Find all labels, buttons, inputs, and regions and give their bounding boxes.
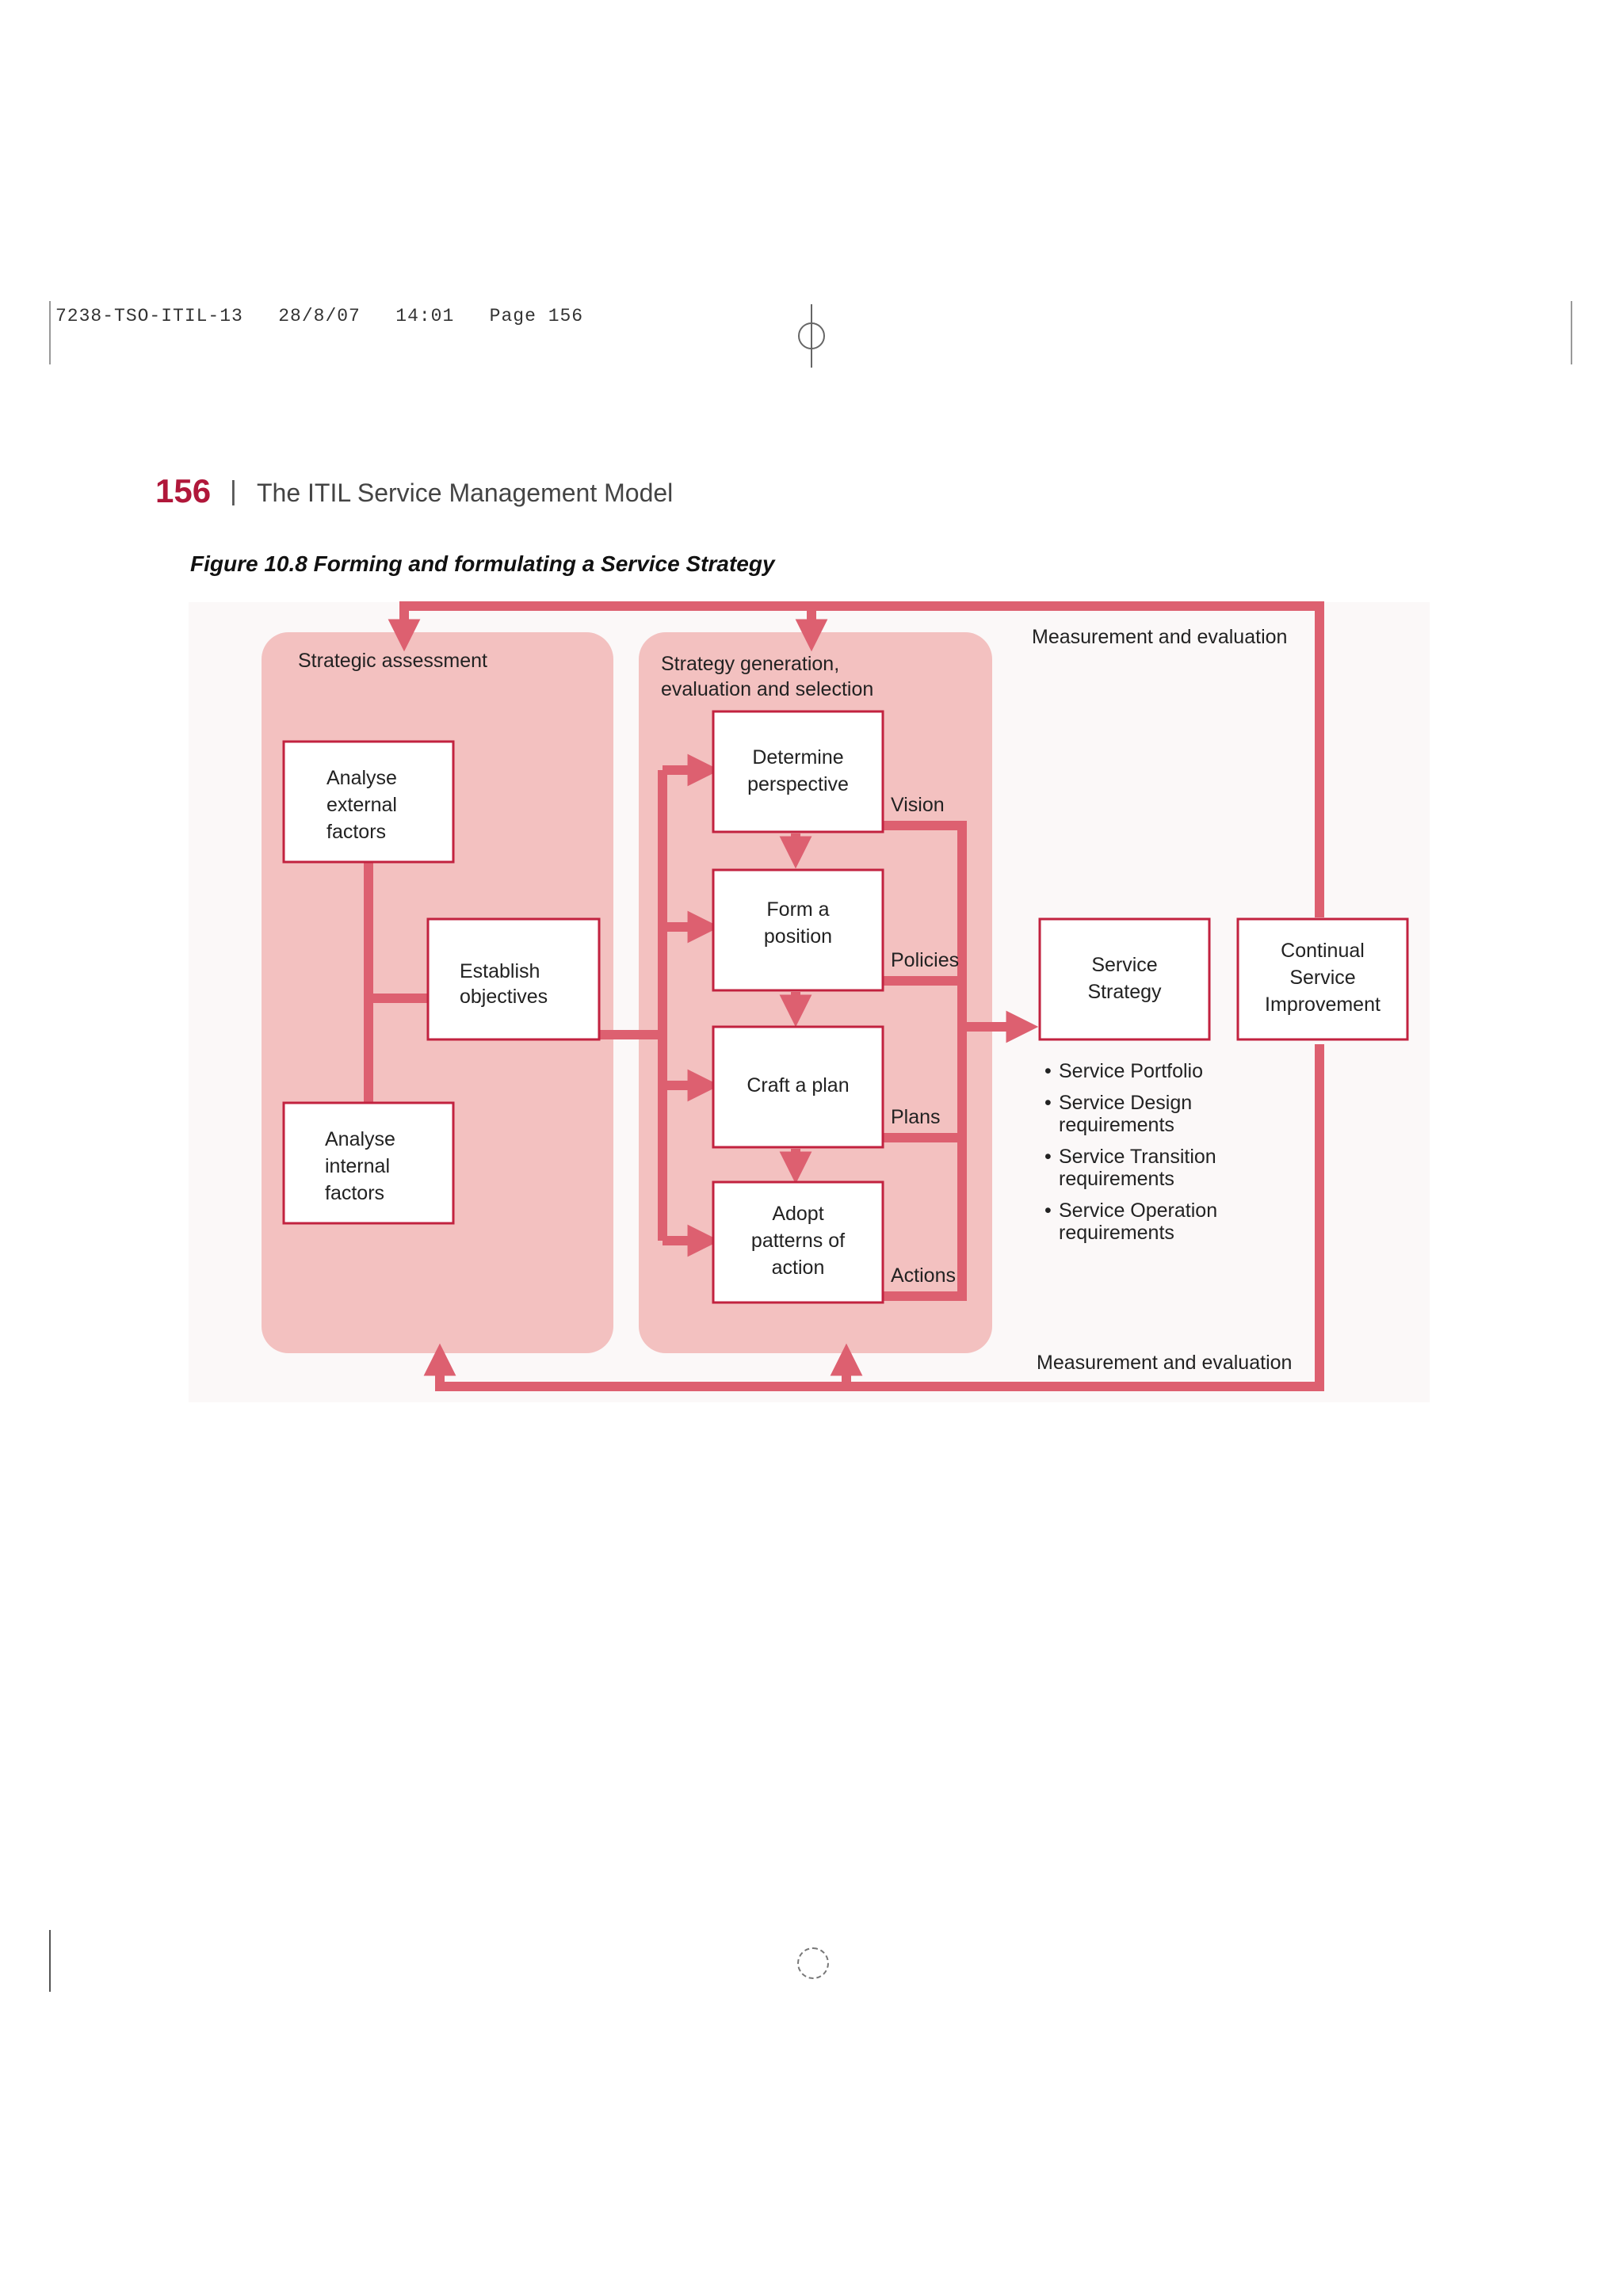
csi-text: Service [1289,967,1355,989]
page-number: 156 [155,472,212,509]
output-item: Service Design [1059,1092,1192,1114]
analyse-external-text: factors [327,821,386,843]
step-2-text: Form a [766,898,829,921]
step-2-text: position [764,925,832,948]
step-4-text: action [772,1257,825,1279]
establish-objectives-text: objectives [460,986,548,1008]
analyse-external-text: Analyse [327,767,397,789]
bullet: • [1044,1146,1052,1168]
running-head-title: The ITIL Service Management Model [257,479,674,507]
csi-text: Improvement [1265,994,1381,1016]
bullet: • [1044,1092,1052,1114]
output-item: Service Operation [1059,1199,1217,1222]
output-actions: Actions [891,1264,956,1287]
step-3-text: Craft a plan [747,1074,849,1097]
running-head-separator: | [230,476,237,506]
assessment-connectors [364,862,663,1103]
analyse-internal-text: factors [325,1182,384,1204]
csi-text: Continual [1281,940,1365,962]
service-strategy-text: Service [1091,954,1157,976]
step-1-text: perspective [747,773,849,795]
analyse-internal-text: Analyse [325,1128,395,1150]
crop-mark [49,1930,51,1992]
output-item: requirements [1059,1222,1174,1244]
printer-slug: 7238-TSO-ITIL-13 28/8/07 14:01 Page 156 [55,306,584,326]
measurement-top-label: Measurement and evaluation [1032,626,1287,648]
step-4-text: Adopt [772,1203,823,1225]
figure-caption: Figure 10.8 Forming and formulating a Se… [190,551,775,576]
analyse-external-text: external [327,794,397,816]
output-vision: Vision [891,794,945,816]
crop-mark [1571,301,1572,364]
output-item: requirements [1059,1114,1174,1136]
step-4-text: patterns of [751,1230,845,1252]
output-item: requirements [1059,1168,1174,1190]
output-bus [881,821,1039,1301]
feedback-loop [388,601,1324,1391]
bullet: • [1044,1199,1052,1222]
output-item: Service Transition [1059,1146,1216,1168]
generation-input-bus [658,753,720,1257]
analyse-internal-text: internal [325,1155,390,1177]
measurement-bottom-label: Measurement and evaluation [1037,1352,1292,1374]
bullet: • [1044,1060,1052,1082]
strategy-generation-label-1: Strategy generation, [661,653,839,675]
output-policies: Policies [891,949,959,971]
establish-objectives-text: Establish [460,960,540,982]
strategic-assessment-label: Strategic assessment [298,650,487,672]
registration-mark-top [798,304,825,368]
registration-mark-bottom [797,1947,829,1979]
step-1-text: Determine [752,746,843,769]
output-item: Service Portfolio [1059,1060,1203,1082]
service-strategy-text: Strategy [1087,981,1162,1003]
output-plans: Plans [891,1106,941,1128]
crop-mark [49,301,51,364]
diagram-boxes [282,710,1409,1304]
diagram-text: Strategic assessment Strategy generation… [298,626,1381,1374]
strategy-generation-label-2: evaluation and selection [661,678,873,700]
